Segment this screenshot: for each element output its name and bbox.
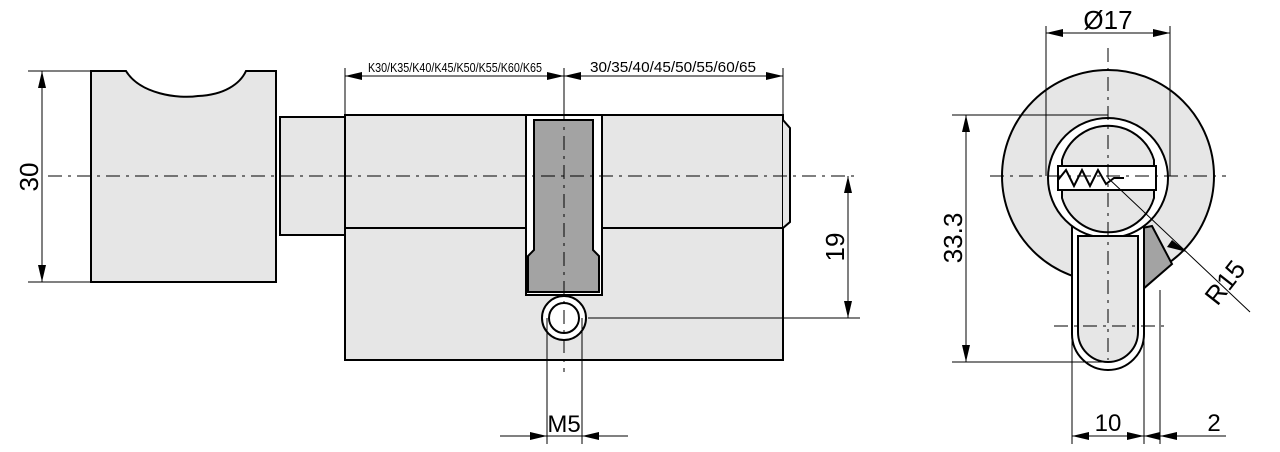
key-side-cap bbox=[782, 119, 791, 229]
dim-2-arrow-right bbox=[1160, 432, 1177, 440]
dim-dia-arrow-left bbox=[1046, 29, 1063, 37]
dim-dia-arrow-right bbox=[1153, 29, 1170, 37]
keyway bbox=[1057, 165, 1157, 191]
dim-2-arrow-left bbox=[1144, 432, 1160, 440]
dim-19-arrow-top bbox=[844, 176, 852, 193]
stem-inner bbox=[1077, 235, 1139, 363]
dim-33-arrow-top bbox=[962, 115, 970, 132]
dim-key-side-length-label: 30/35/40/45/50/55/60/65 bbox=[590, 59, 756, 76]
dim-30-arrow-bottom bbox=[38, 265, 46, 282]
dim-cam-offset-label: 19 bbox=[820, 233, 850, 262]
side-view: 30 K30/K35/K40/K45/K50/K55/K60/K65 30/35… bbox=[14, 59, 860, 444]
dim-m5-arrow-right bbox=[582, 432, 599, 440]
dim-radius-arrow bbox=[1167, 240, 1187, 252]
thumb-turn-knob bbox=[90, 70, 277, 283]
dim-cam-projection-label: 2 bbox=[1207, 410, 1220, 437]
dim-m5-arrow-left bbox=[530, 432, 547, 440]
dim-30-arrow-top bbox=[38, 71, 46, 88]
keyway-bitting bbox=[1057, 167, 1124, 189]
dim-knob-side-arrow-right bbox=[547, 72, 564, 80]
dim-33-arrow-bottom bbox=[962, 345, 970, 362]
dim-profile-width-label: 10 bbox=[1095, 410, 1122, 437]
front-view: Ø17 33.3 R15 10 2 bbox=[938, 5, 1251, 444]
dim-10-arrow-left bbox=[1072, 432, 1089, 440]
dim-knob-height-label: 30 bbox=[14, 163, 44, 192]
dim-10-arrow-right bbox=[1127, 432, 1144, 440]
dim-knob-side-arrow-left bbox=[345, 72, 362, 80]
dim-key-side-arrow-left bbox=[564, 72, 581, 80]
dim-profile-diameter-label: Ø17 bbox=[1083, 5, 1132, 35]
dim-19-arrow-bottom bbox=[844, 301, 852, 318]
dim-radius-label: R15 bbox=[1198, 254, 1251, 310]
dim-profile-height-label: 33.3 bbox=[938, 213, 968, 264]
dim-screw-thread-label: M5 bbox=[547, 411, 580, 438]
dim-key-side-arrow-right bbox=[766, 72, 783, 80]
dim-knob-side-length-label: K30/K35/K40/K45/K50/K55/K60/K65 bbox=[368, 60, 542, 75]
dim-radius-leader bbox=[1107, 177, 1251, 313]
